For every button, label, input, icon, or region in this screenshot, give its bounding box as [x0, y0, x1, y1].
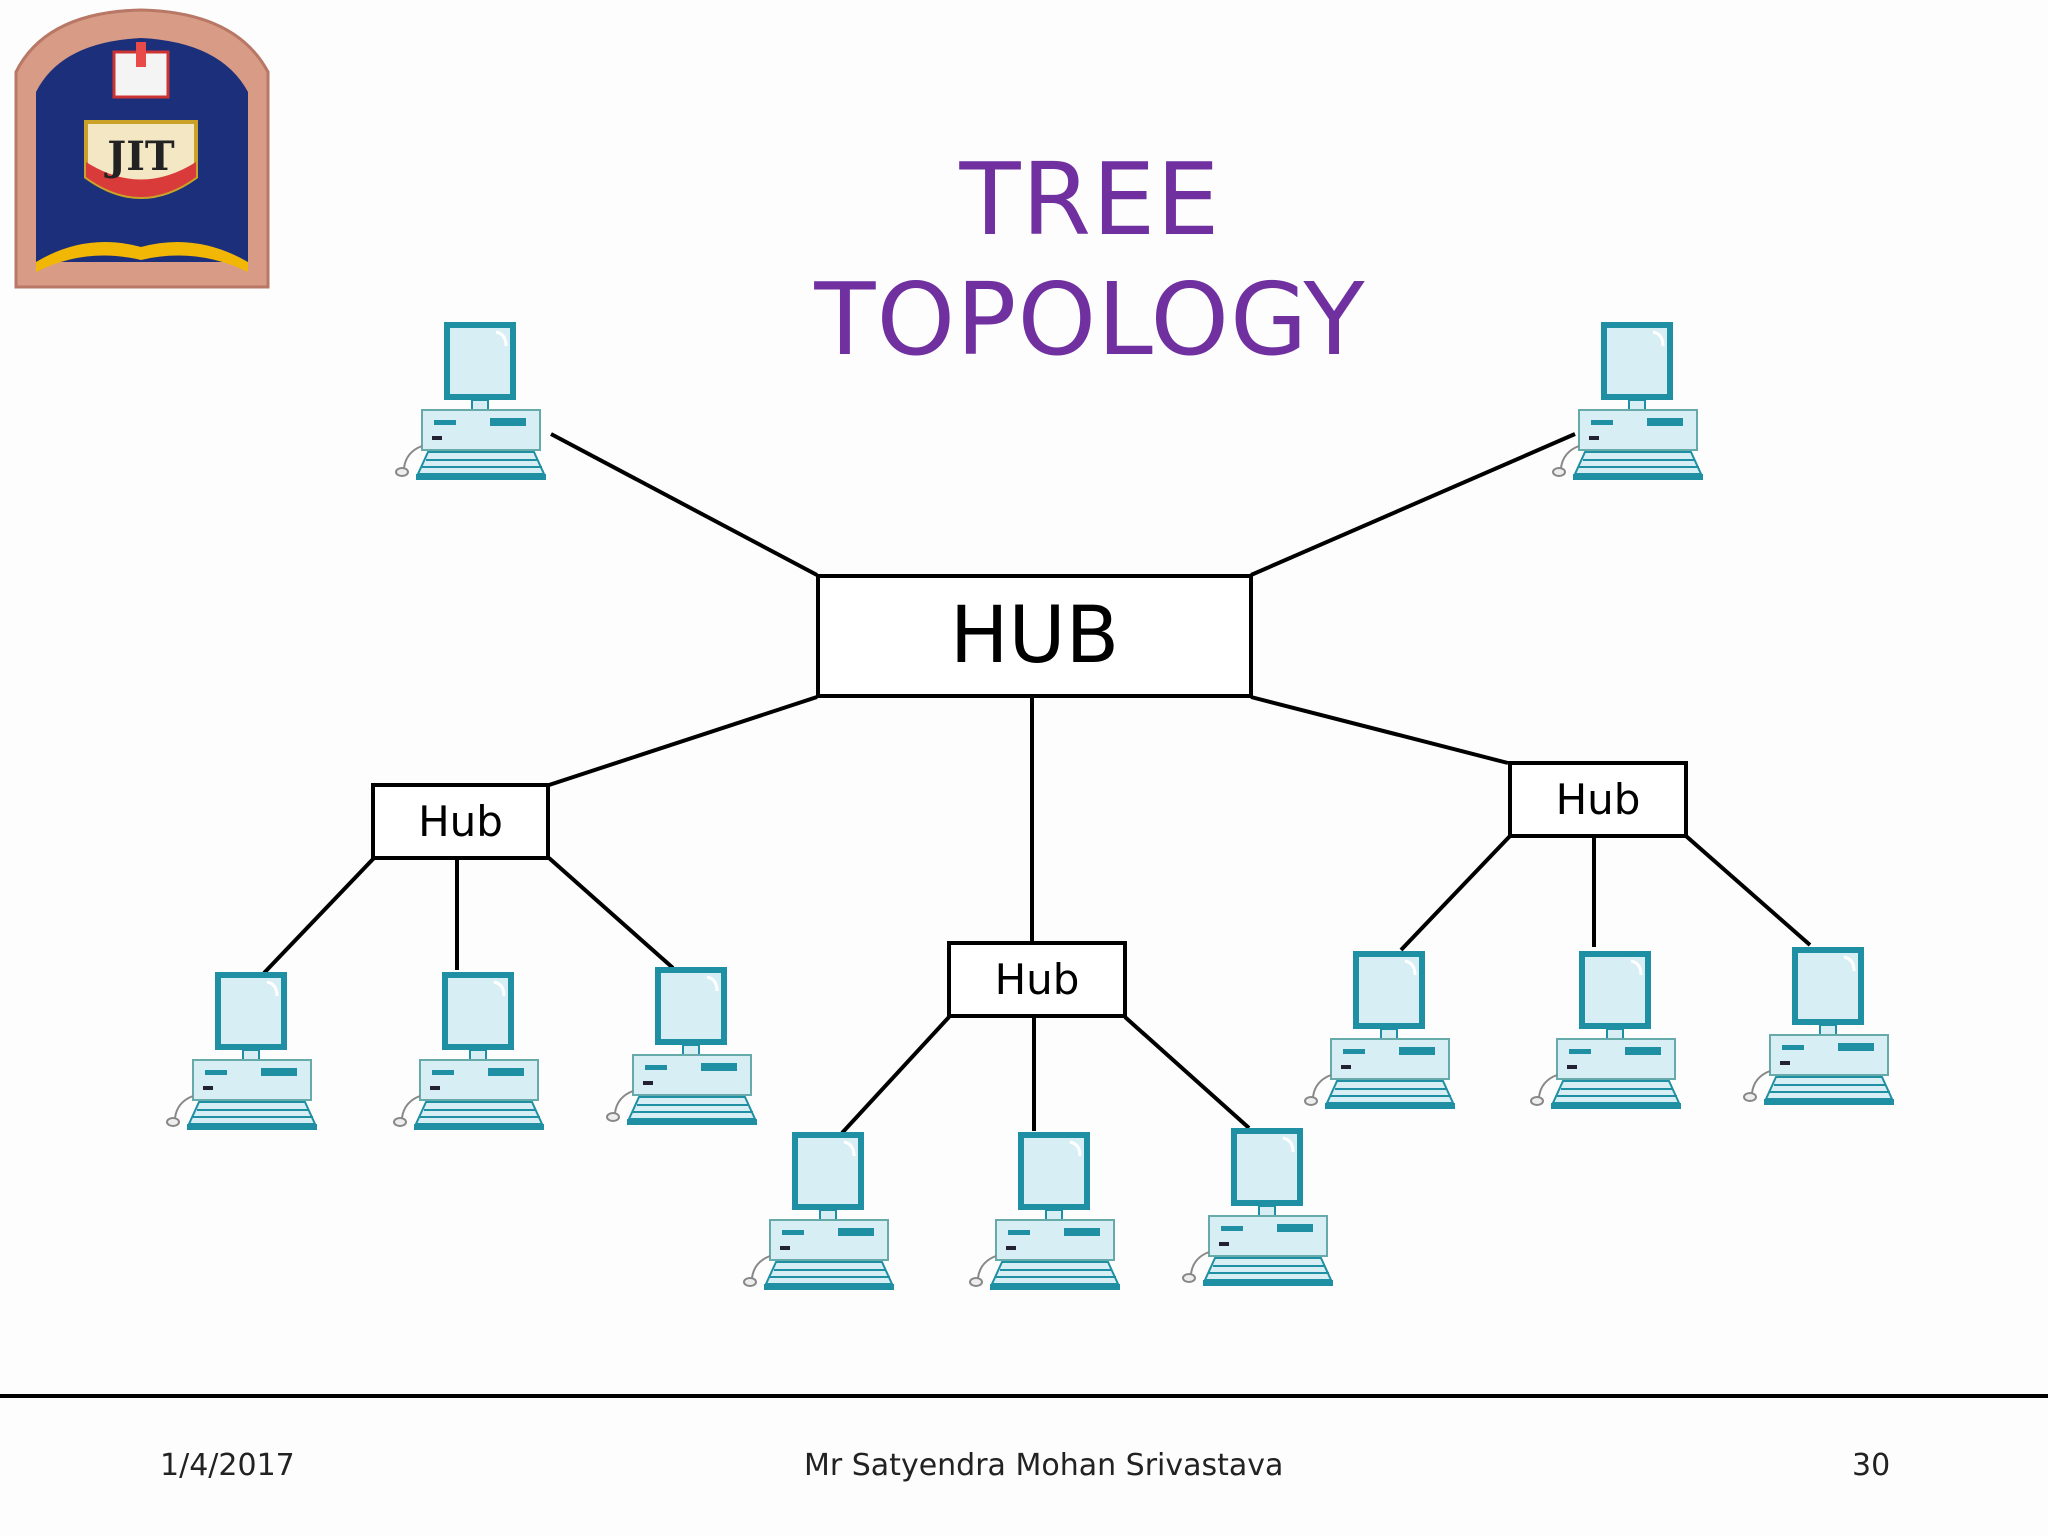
pc-top-left-computer-icon	[395, 322, 546, 480]
pc-right-3-computer-icon	[1743, 947, 1894, 1105]
logo-text: JIT	[104, 133, 175, 180]
jit-logo: JIT	[14, 8, 270, 289]
link-hub-pc-top-right	[1250, 432, 1576, 577]
pc-left-1-computer-icon	[166, 972, 317, 1130]
main-hub: HUB	[816, 574, 1253, 698]
link-center-hub-pc-3	[1123, 1015, 1251, 1130]
pc-left-3-computer-icon	[606, 967, 757, 1125]
pc-center-2-computer-icon	[969, 1132, 1120, 1290]
footer-author: Mr Satyendra Mohan Srivastava	[804, 1448, 1284, 1483]
link-hub-right-hub	[1250, 695, 1509, 765]
hub-left: Hub	[371, 783, 550, 860]
pc-center-3-computer-icon	[1182, 1128, 1333, 1286]
pc-left-2-computer-icon	[393, 972, 544, 1130]
footer-date: 1/4/2017	[160, 1448, 295, 1483]
footer-page-number: 30	[1852, 1448, 1891, 1483]
link-center-hub-pc-1	[840, 1015, 951, 1135]
link-left-hub-pc-1	[262, 856, 376, 975]
link-hub-left-hub	[548, 695, 818, 787]
slide-title: TREE TOPOLOGY	[814, 141, 1366, 378]
link-left-hub-pc-3	[547, 856, 675, 970]
hub-right: Hub	[1508, 761, 1688, 838]
pc-right-2-computer-icon	[1530, 951, 1681, 1109]
link-hub-pc-top-left	[550, 432, 818, 577]
link-right-hub-pc-3	[1684, 834, 1812, 947]
hub-center: Hub	[947, 941, 1127, 1018]
pc-top-right-computer-icon	[1552, 322, 1703, 480]
footer-rule	[0, 1394, 2048, 1398]
pc-center-1-computer-icon	[743, 1132, 894, 1290]
link-right-hub-pc-1	[1399, 834, 1512, 952]
pc-right-1-computer-icon	[1304, 951, 1455, 1109]
